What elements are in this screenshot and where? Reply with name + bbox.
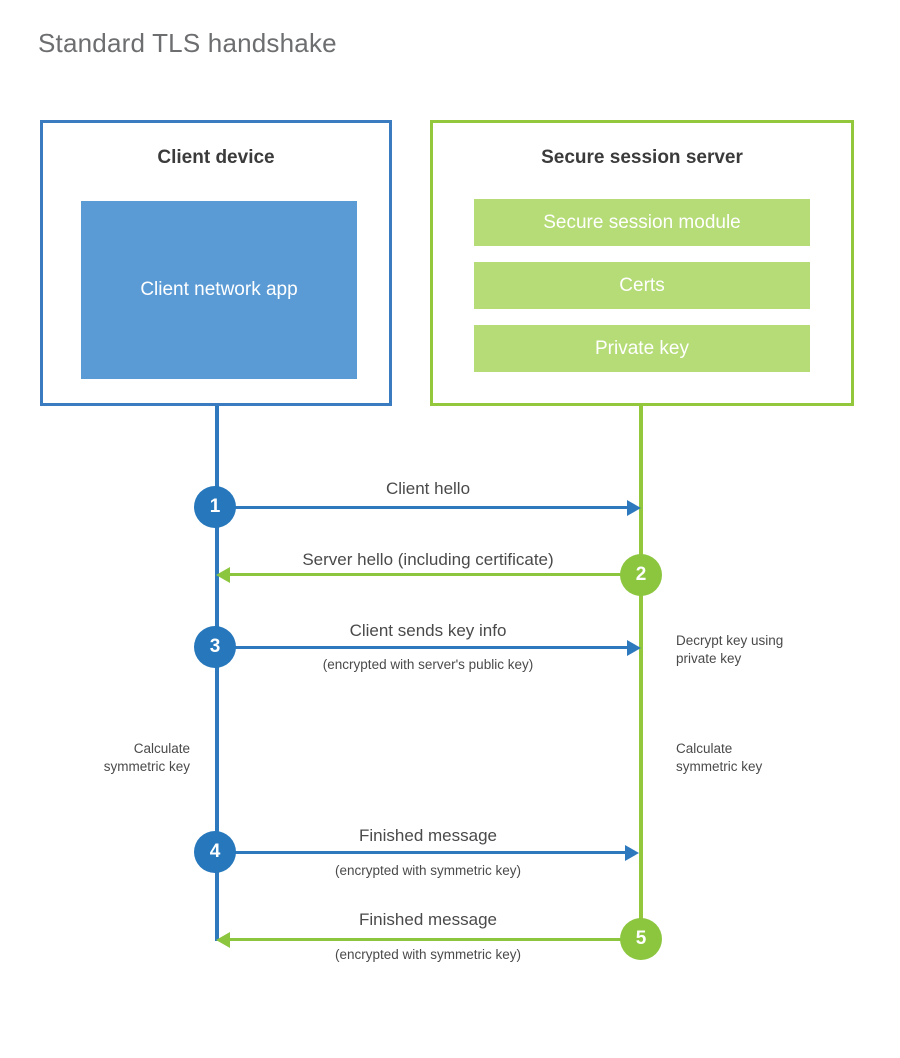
step-1-badge: 1: [194, 486, 236, 528]
server-component-list: Secure session module Certs Private key: [474, 199, 810, 372]
step-5-arrow-head-icon: [216, 931, 230, 948]
step-5-badge: 5: [620, 918, 662, 960]
note-decrypt-key: Decrypt key using private key: [676, 632, 856, 668]
step-4-arrow-line: [217, 851, 625, 854]
step-3-badge: 3: [194, 626, 236, 668]
note-calc-server-line-1: Calculate: [676, 741, 733, 756]
step-3-arrow-head-icon: [627, 639, 641, 656]
client-device-box: Client device Client network app: [40, 120, 392, 406]
step-4-label: Finished message: [359, 826, 497, 845]
step-3-sublabel: (encrypted with server's public key): [322, 657, 534, 672]
server-lifeline: [639, 406, 643, 941]
step-3-label: Client sends key info: [349, 621, 507, 640]
step-3-arrow-line: [217, 646, 627, 649]
secure-session-server-box: Secure session server Secure session mod…: [430, 120, 854, 406]
step-1-label: Client hello: [385, 479, 471, 498]
step-2-label: Server hello (including certificate): [302, 550, 554, 569]
note-calc-server-line-2: symmetric key: [676, 759, 763, 775]
page-title: Standard TLS handshake: [38, 28, 337, 58]
client-lifeline: [215, 406, 219, 941]
note-calc-client-line-1: Calculate: [133, 741, 190, 756]
client-network-app-block: Client network app: [81, 201, 357, 379]
step-1-arrow-head-icon: [627, 499, 641, 516]
note-calculate-symmetric-key-client: Calculate symmetric key: [20, 740, 190, 776]
step-1-arrow-line: [217, 506, 627, 509]
step-2-arrow-line: [230, 573, 641, 576]
note-decrypt-key-line-2: private key: [676, 651, 742, 667]
step-4-arrow-head-icon: [625, 844, 639, 861]
note-decrypt-key-line-1: Decrypt key using: [676, 633, 784, 648]
note-calculate-symmetric-key-server: Calculate symmetric key: [676, 740, 856, 776]
step-5-arrow-line: [230, 938, 641, 941]
server-component-secure-session-module: Secure session module: [474, 199, 810, 246]
step-5-label: Finished message: [359, 910, 497, 929]
secure-session-server-title: Secure session server: [541, 147, 743, 168]
step-2-badge: 2: [620, 554, 662, 596]
step-2-arrow-head-icon: [216, 566, 230, 583]
client-device-title: Client device: [157, 147, 275, 168]
step-4-sublabel: (encrypted with symmetric key): [334, 863, 522, 878]
step-4-badge: 4: [194, 831, 236, 873]
server-component-certs: Certs: [474, 262, 810, 309]
step-5-sublabel: (encrypted with symmetric key): [334, 947, 522, 962]
note-calc-client-line-2: symmetric key: [103, 759, 190, 775]
server-component-private-key: Private key: [474, 325, 810, 372]
